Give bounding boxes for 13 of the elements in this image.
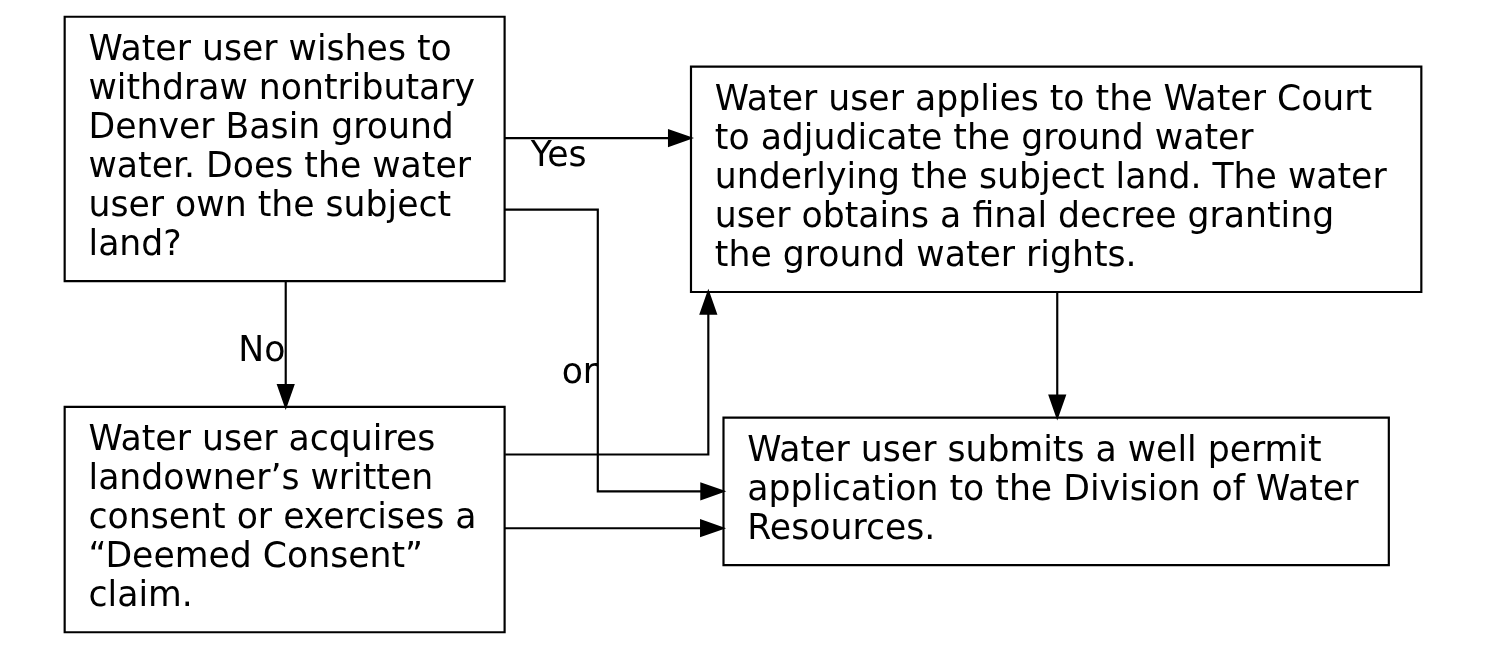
arrow bbox=[504, 129, 694, 148]
edge-label: No bbox=[237, 329, 285, 370]
edge-label: or bbox=[561, 351, 597, 392]
arrow bbox=[276, 281, 295, 410]
arrow bbox=[504, 519, 726, 538]
node-box: Water user wishes to withdraw nontributary Denver Basin ground water. Does the water user own the subject land? bbox=[63, 15, 506, 283]
node-box: Water user acquires landowner’s written consent or exercises a “Deemed Consent” claim. bbox=[63, 405, 506, 634]
arrow bbox=[1047, 292, 1066, 421]
edge-label: Yes bbox=[530, 133, 587, 174]
node-box: Water user submits a well permit application to the Division of Water Resources. bbox=[721, 416, 1390, 567]
arrow bbox=[504, 208, 726, 501]
arrow bbox=[504, 288, 717, 456]
node-box: Water user applies to the Water Court to adjudicate the ground water underlying the subject land. The water user obtains a final decree granting the ground water rights. bbox=[689, 65, 1422, 294]
